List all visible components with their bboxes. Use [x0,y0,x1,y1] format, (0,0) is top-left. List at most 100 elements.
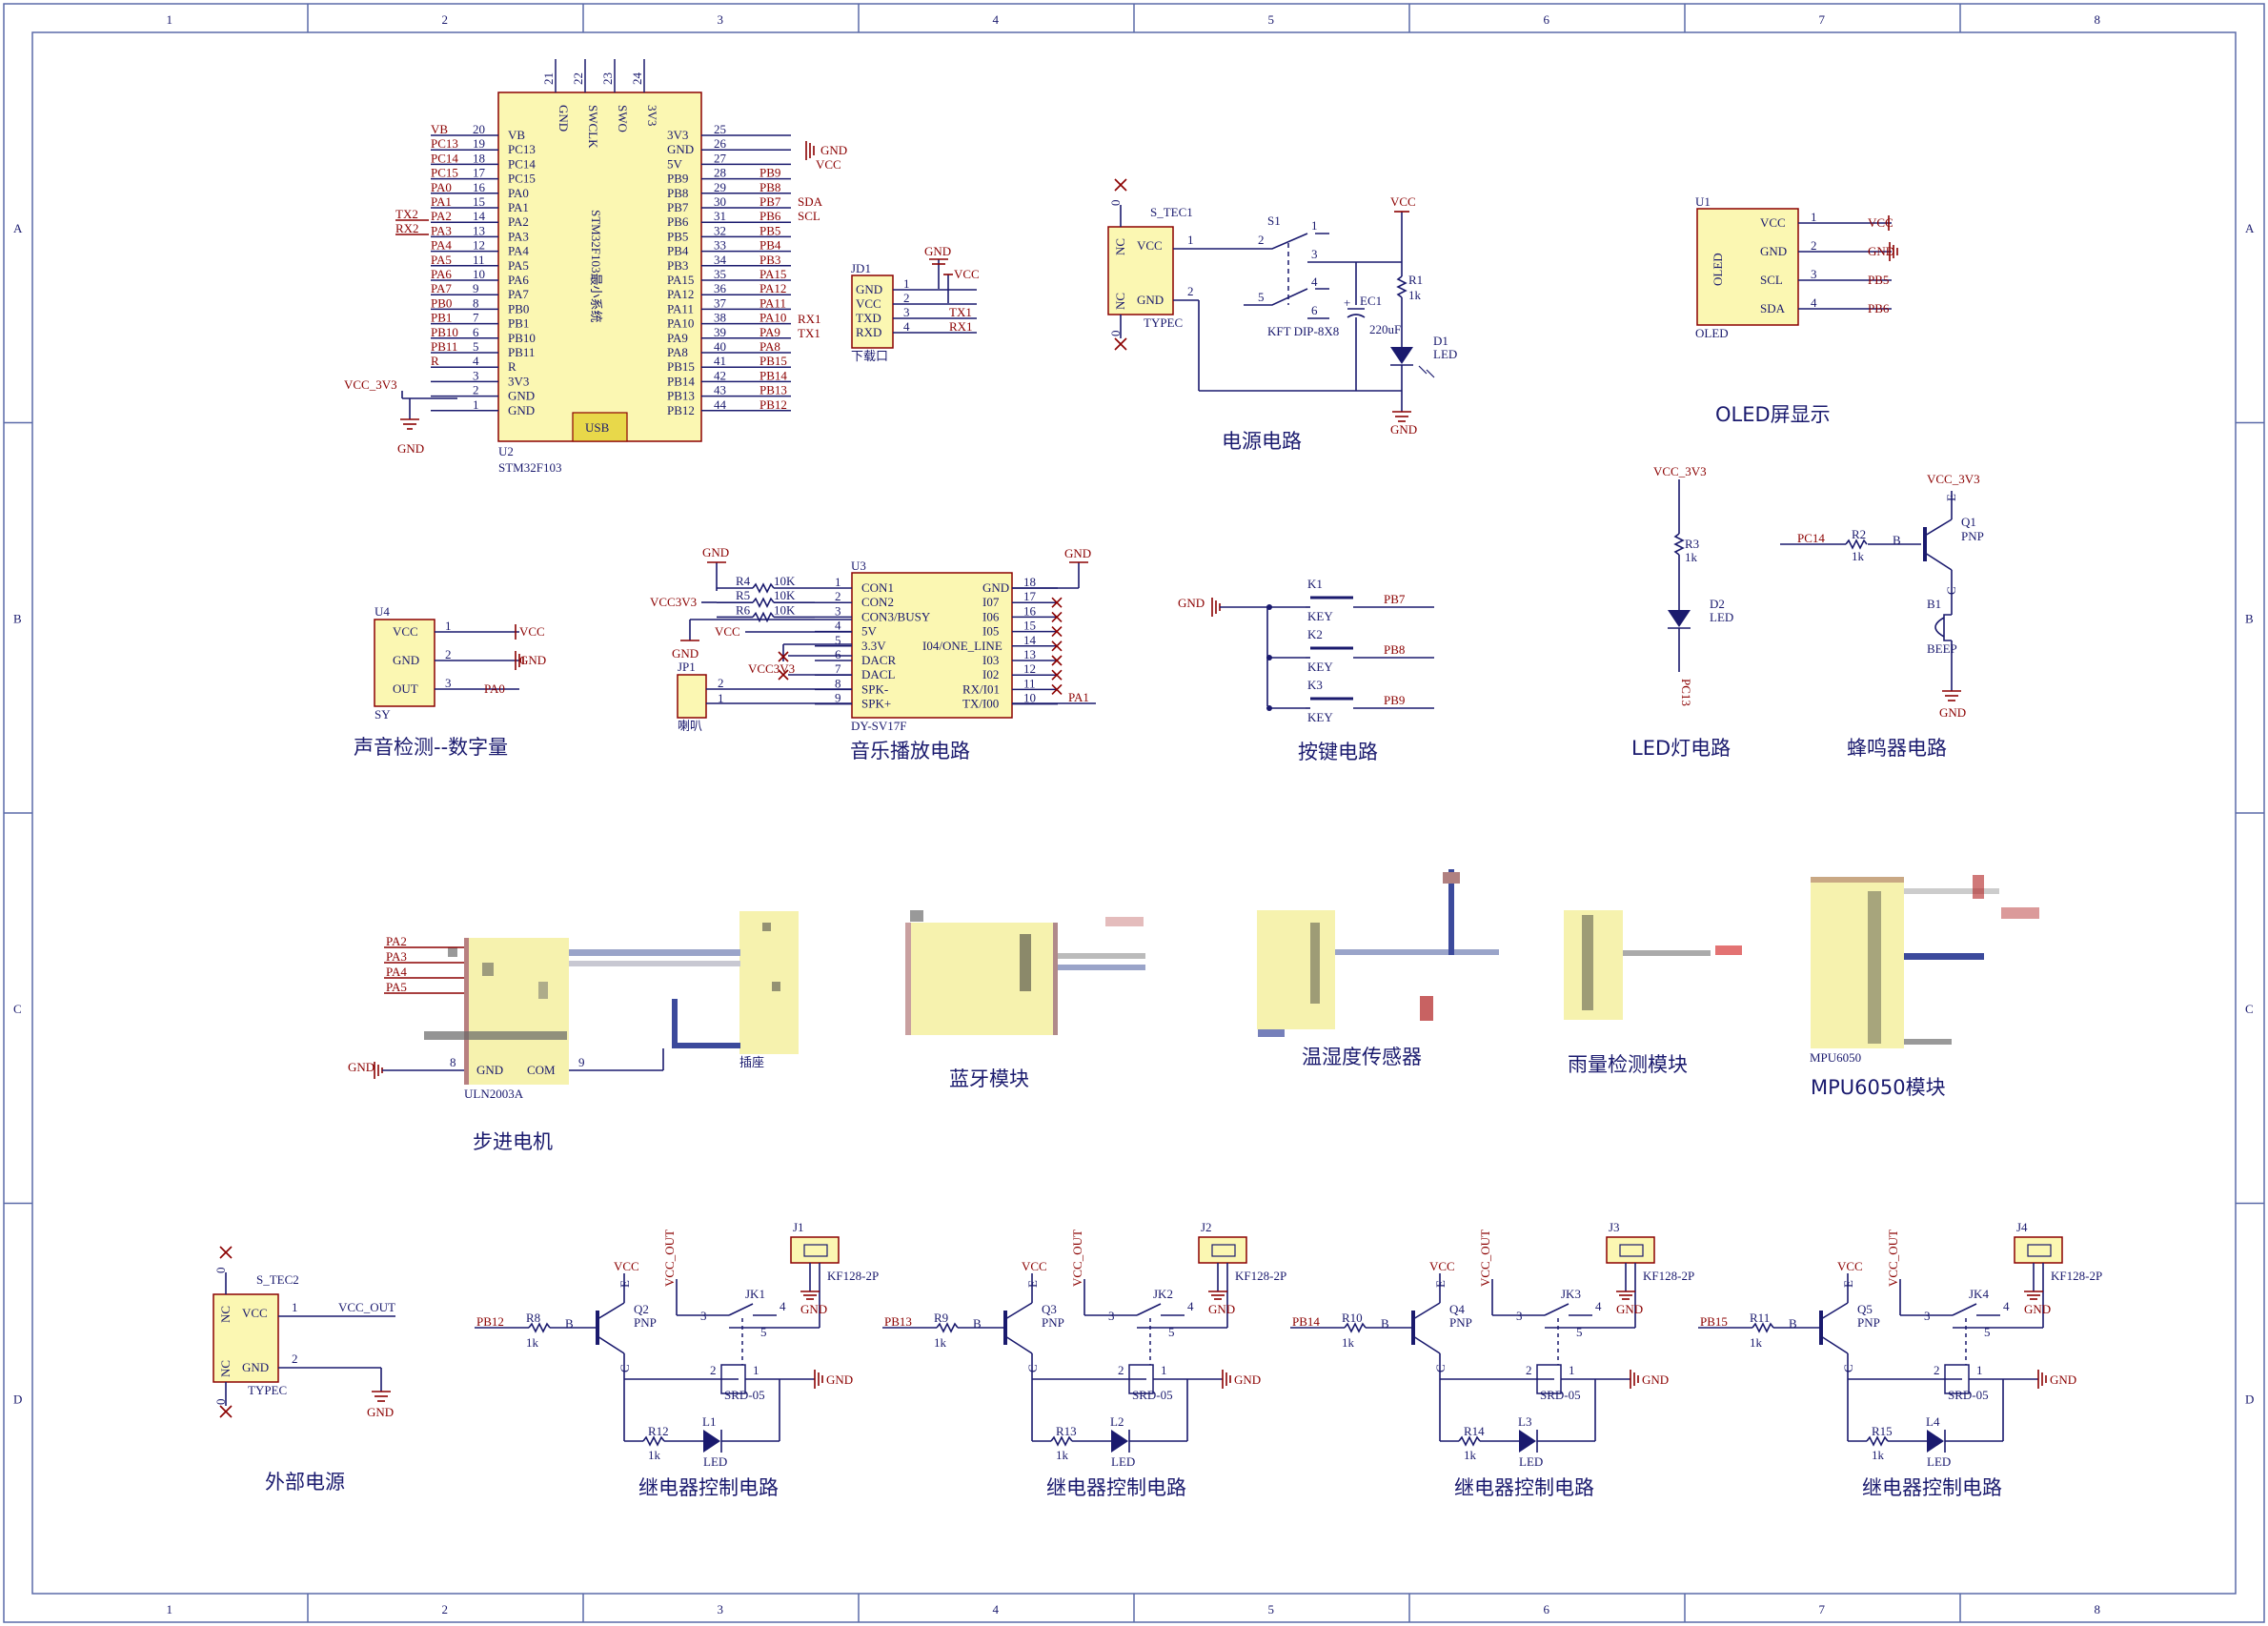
typec-connector-2[interactable] [213,1293,279,1383]
col-label-bottom: 7 [1819,1602,1826,1616]
relay-pin: 3 [1108,1309,1115,1323]
buzzer-symbol [1943,614,1952,641]
gnd-net: GND [1642,1372,1669,1387]
net-label: PA5 [386,980,407,994]
jd1-connector[interactable] [851,274,894,349]
resistor-designator: R11 [1750,1311,1770,1325]
power-vcc-net: VCC [1390,194,1416,209]
mpu6050-module[interactable] [1811,877,1904,1048]
svg-text:1: 1 [1187,233,1194,247]
terminal-slot [2027,1244,2052,1257]
relay-switch[interactable] [728,1303,777,1329]
transistor-leads [1004,1302,1033,1354]
pin-name: PB6 [667,214,689,229]
uln2003a-chip[interactable] [464,938,569,1085]
pin-name: PB13 [667,389,695,403]
svg-text:5: 5 [1258,290,1265,304]
collector-label: C [1433,1364,1448,1372]
pin-number: 13 [473,223,485,237]
svg-text:NC: NC [218,1306,233,1323]
svg-text:JP1: JP1 [678,660,696,674]
transistor-part: PNP [634,1315,657,1330]
svg-text:U4: U4 [375,604,390,619]
relay-pin: 4 [780,1299,786,1313]
pin-name: PB0 [508,301,529,315]
pin-name: 3V3 [645,105,659,126]
svg-text:4: 4 [1311,274,1318,289]
pin-number: 23 [600,72,615,85]
pin-number: 30 [714,194,726,209]
switch-designator: S1 [1267,213,1281,228]
col-label-bottom: 5 [1268,1602,1275,1616]
vcc-net: VCC [1837,1259,1863,1273]
relay-part: SRD-05 [1948,1388,1989,1402]
relay-switch[interactable] [1952,1303,2000,1329]
base-resistor [1752,1322,1774,1333]
relay-switch[interactable] [1544,1303,1592,1329]
resistor-designator: R6 [736,602,751,617]
net-label: PB1 [431,311,452,325]
typec-connector-1[interactable] [1107,226,1174,315]
pin-number: 11 [473,253,485,267]
pin-number: 1 [1811,210,1817,224]
pin-number: 2 [903,291,910,305]
led-resistor [1458,1435,1481,1447]
relay-pin: 2 [1934,1363,1940,1377]
kf128-terminal[interactable] [1606,1236,1655,1264]
kf128-terminal[interactable] [2014,1236,2063,1264]
power-typec: TYPEC [1144,315,1183,330]
resistor-designator: R13 [1056,1424,1077,1438]
pin-name: R [508,359,516,374]
rain-module[interactable] [1564,910,1623,1020]
title-power: 电源电路 [1222,430,1302,453]
relay-switch[interactable] [1136,1303,1185,1329]
pin-name: PA15 [667,273,694,287]
pin-number: 3 [835,603,841,618]
pin-number: 3 [1811,267,1817,281]
resistor-value: 1k [648,1448,661,1462]
col-label-bottom: 8 [2095,1602,2101,1616]
net-label: RX1 [949,319,973,334]
pin-name: SWO [616,105,630,132]
temp-humidity-module[interactable] [1257,910,1335,1029]
jp1-speaker-connector[interactable] [677,674,707,719]
stm32-designator: U2 [498,444,514,458]
no-connect-mark [1051,669,1063,681]
net-sda: SDA [798,194,823,209]
pin-number: 2 [473,383,479,397]
collector-label: C [618,1364,632,1372]
pin-number: 5 [473,339,479,354]
sound-module[interactable] [374,619,435,707]
pin-name: PA12 [667,287,694,301]
net-label: PB10 [431,325,458,339]
svg-text:D1: D1 [1433,334,1448,348]
pin-name: OUT [393,681,418,696]
dy-sv17f-module[interactable] [851,572,1013,719]
no-connect-mark [1051,597,1063,608]
pin-name: PA6 [508,273,529,287]
oled-module[interactable] [1696,208,1799,326]
collector-label: C [1025,1364,1040,1372]
led-block: VCC_3V3 R3 1k D2 LED PC13 LED灯电路 [1631,464,1733,760]
vcc-out-net: VCC_OUT [662,1230,677,1287]
kf128-terminal[interactable] [1198,1236,1247,1264]
power-gnd-pin: GND [1137,293,1164,307]
relay-designator: JK1 [745,1287,765,1301]
base-label: B [1381,1316,1389,1331]
terminal-slot [1619,1244,1644,1257]
stepper-socket[interactable] [739,911,799,1054]
base-resistor [936,1322,959,1333]
resistor-designator: R8 [526,1311,540,1325]
net-label: PB11 [431,339,457,354]
pin-name: SDA [1760,301,1786,315]
relay-input-net: PB14 [1292,1314,1320,1329]
row-label-right: B [2245,611,2254,625]
terminal-gnd: GND [800,1302,827,1316]
pin-name: PA7 [508,287,529,301]
bluetooth-block: 蓝牙模块 [905,910,1145,1090]
kf128-terminal[interactable] [790,1236,840,1264]
stm32-chip[interactable] [497,91,702,442]
pin-number: 33 [714,238,726,253]
pin-number: 7 [473,311,479,325]
